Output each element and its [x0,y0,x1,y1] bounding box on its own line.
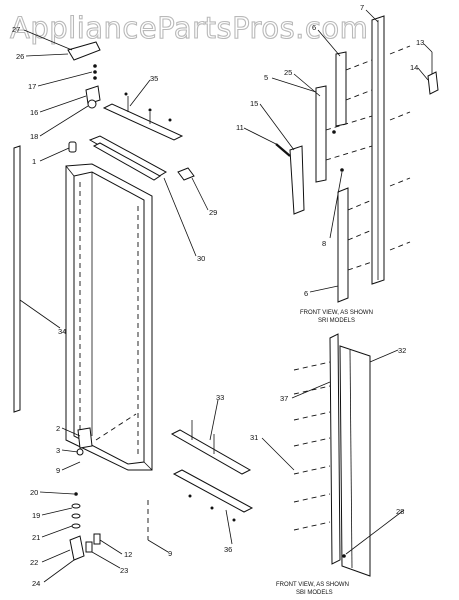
sri-assembly [275,15,439,303]
callout-3: 3 [56,446,60,455]
part-1-pin [68,141,77,153]
callout-13: 13 [416,38,424,47]
callout-6-top: 6 [312,23,316,32]
callout-28: 28 [396,507,404,516]
callout-35: 35 [150,74,158,83]
sbi-assembly [293,333,371,577]
leader-lines [19,9,433,583]
callout-36: 36 [224,545,232,554]
part-6-strip-bottom [337,187,349,303]
callout-33: 33 [216,393,224,402]
part-36-bar [172,469,254,513]
caption-sbi-line2: SBI MODELS [296,590,333,596]
part-6-strip-top [335,51,347,127]
callout-17: 17 [28,82,36,91]
part-23-block [85,541,93,553]
part-35-bar [102,103,184,141]
callout-26: 26 [16,52,24,61]
watermark: AppliancePartsPros.com [10,11,368,45]
callout-32: 32 [398,346,406,355]
captions: FRONT VIEW, AS SHOWN SRI MODELS FRONT VI… [276,310,373,596]
callout-7: 7 [360,3,364,12]
caption-sbi-line1: FRONT VIEW, AS SHOWN [276,582,349,588]
callout-25: 25 [284,68,292,77]
callout-22: 22 [30,558,38,567]
callout-29: 29 [209,208,217,217]
callout-15: 15 [250,99,258,108]
callout-6-bottom: 6 [304,289,308,298]
part-30-lip [92,142,161,181]
part-32-panel [339,345,371,577]
callout-8: 8 [322,239,326,248]
door-assembly [13,41,254,561]
part-26-cap [67,41,101,61]
callout-30: 30 [197,254,205,263]
callout-9-left: 9 [56,466,60,475]
callout-12: 12 [124,550,132,559]
callout-27: 27 [12,25,20,34]
part-34-strip [13,145,21,413]
callout-20: 20 [30,488,38,497]
part-14-clip [427,71,439,95]
caption-sri-line1: FRONT VIEW, AS SHOWN [300,310,373,316]
part-22-bracket [69,535,85,561]
part-12-block [93,533,101,545]
callout-5: 5 [264,73,268,82]
callout-16: 16 [30,108,38,117]
part-37-trim [329,333,341,565]
door-liner [73,171,145,465]
part-16-hinge [85,85,101,105]
callout-37: 37 [280,394,288,403]
part-15-handle [289,145,305,215]
part-5-strip [315,85,327,183]
callout-9-bottom: 9 [168,549,172,558]
part-2-hinge [77,427,93,449]
callout-31: 31 [250,433,258,442]
callout-2: 2 [56,424,60,433]
callout-11: 11 [236,123,244,132]
callout-18: 18 [30,132,38,141]
callout-19: 19 [32,511,40,520]
callout-24: 24 [32,579,40,588]
callout-1: 1 [32,157,36,166]
caption-sri-line2: SRI MODELS [318,318,355,324]
callout-23: 23 [120,566,128,575]
callout-21: 21 [32,533,40,542]
part-18-bushing [87,99,97,109]
part-33-bar [170,429,252,475]
callout-14: 14 [410,63,418,72]
callout-labels: 27 26 17 16 18 1 35 29 30 34 2 3 9 20 19… [12,3,424,588]
part-29-clip [177,167,195,181]
callout-34: 34 [58,327,66,336]
